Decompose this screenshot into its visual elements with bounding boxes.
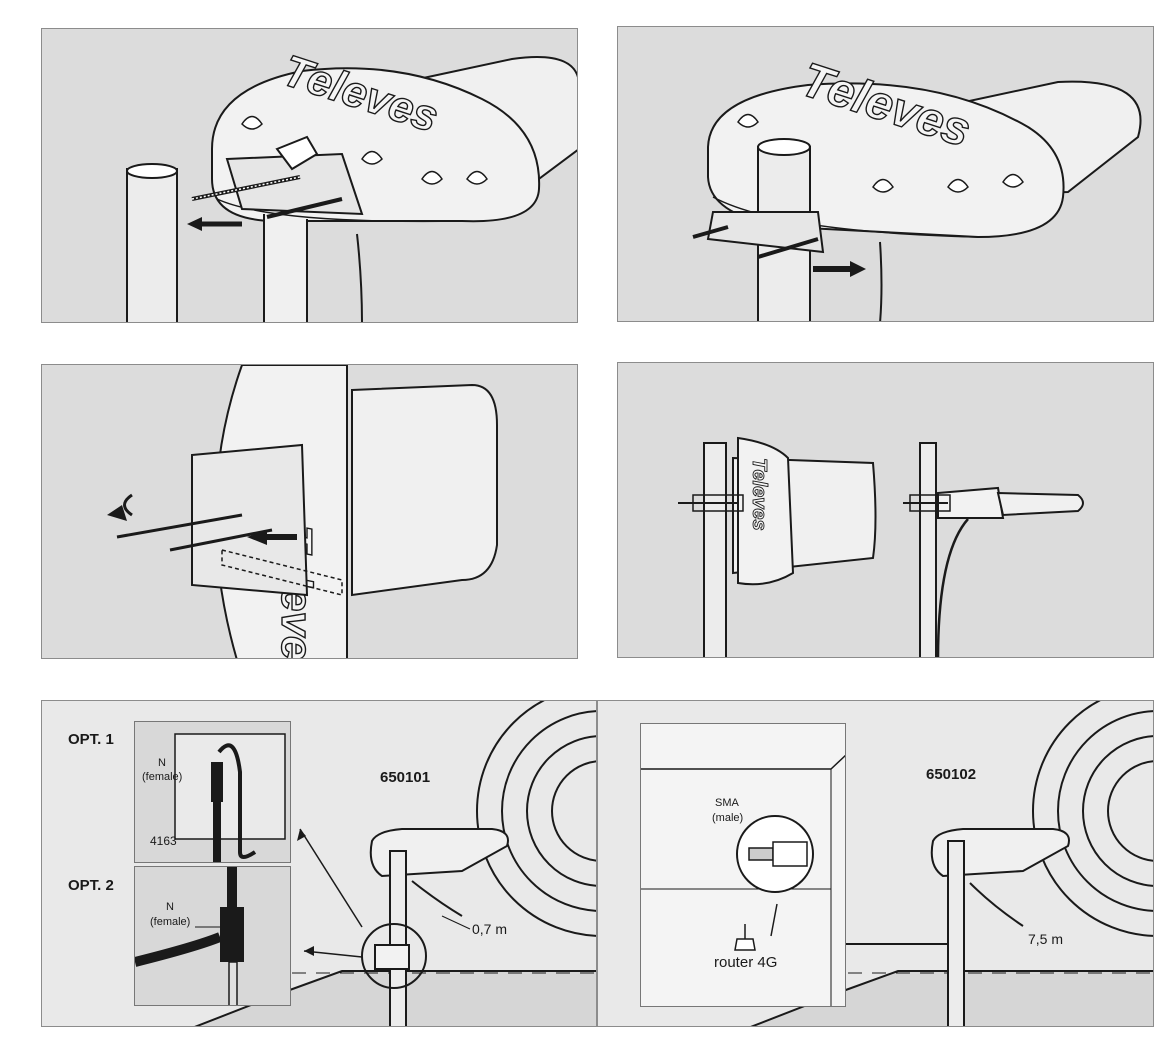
install-650101-illustration xyxy=(194,701,596,1026)
signal-waves-icon xyxy=(1032,701,1153,937)
router-icon xyxy=(734,938,756,951)
connector-gender-label-3: (male) xyxy=(712,812,744,824)
install-650102-illustration xyxy=(750,701,1153,1026)
step-2-illustration: Televes xyxy=(692,53,1142,321)
step-2-panel: Televes xyxy=(617,26,1154,322)
arrow-left-icon xyxy=(304,946,314,956)
connector-n-label: N xyxy=(158,757,166,769)
step-1-illustration: Televes xyxy=(126,45,577,322)
rotate-arrow-icon xyxy=(107,505,127,521)
opt2-label: OPT. 2 xyxy=(68,877,114,894)
opt1-label: OPT. 1 xyxy=(68,731,114,748)
cable-length-label: 0,7 m xyxy=(472,921,508,937)
opt1-inset xyxy=(134,721,291,863)
step-4-illustration: Televes xyxy=(678,436,1084,657)
connector-sma-label: SMA xyxy=(715,797,739,809)
model-number-650101: 650101 xyxy=(380,769,431,786)
opt2-inset xyxy=(134,866,291,1006)
step-1-panel: Televes xyxy=(41,28,578,323)
signal-waves-icon xyxy=(476,701,596,937)
step-3-panel: Televes xyxy=(41,364,578,659)
install-650102-panel: SMA (male) router 4G 650102 7,5 m xyxy=(597,700,1154,1027)
brand-embossed: Televes xyxy=(748,458,770,531)
connector-gender-label-2: (female) xyxy=(150,916,191,928)
router-inset xyxy=(640,723,846,1007)
router-label: router 4G xyxy=(714,954,778,971)
install-650101-panel: OPT. 1 N (female) 4163 OPT. 2 N (female)… xyxy=(41,700,597,1027)
cable-length-label-2: 7,5 m xyxy=(1028,931,1064,947)
step-3-illustration: Televes xyxy=(107,365,498,658)
model-number-650102: 650102 xyxy=(926,766,977,783)
connector-gender-label: (female) xyxy=(142,771,183,783)
arrow-left-icon xyxy=(247,530,267,545)
arrow-up-icon xyxy=(297,829,306,841)
step-4-panel: Televes xyxy=(617,362,1154,658)
part-number-label: 4163 xyxy=(150,834,177,848)
connector-n-label-2: N xyxy=(166,901,174,913)
